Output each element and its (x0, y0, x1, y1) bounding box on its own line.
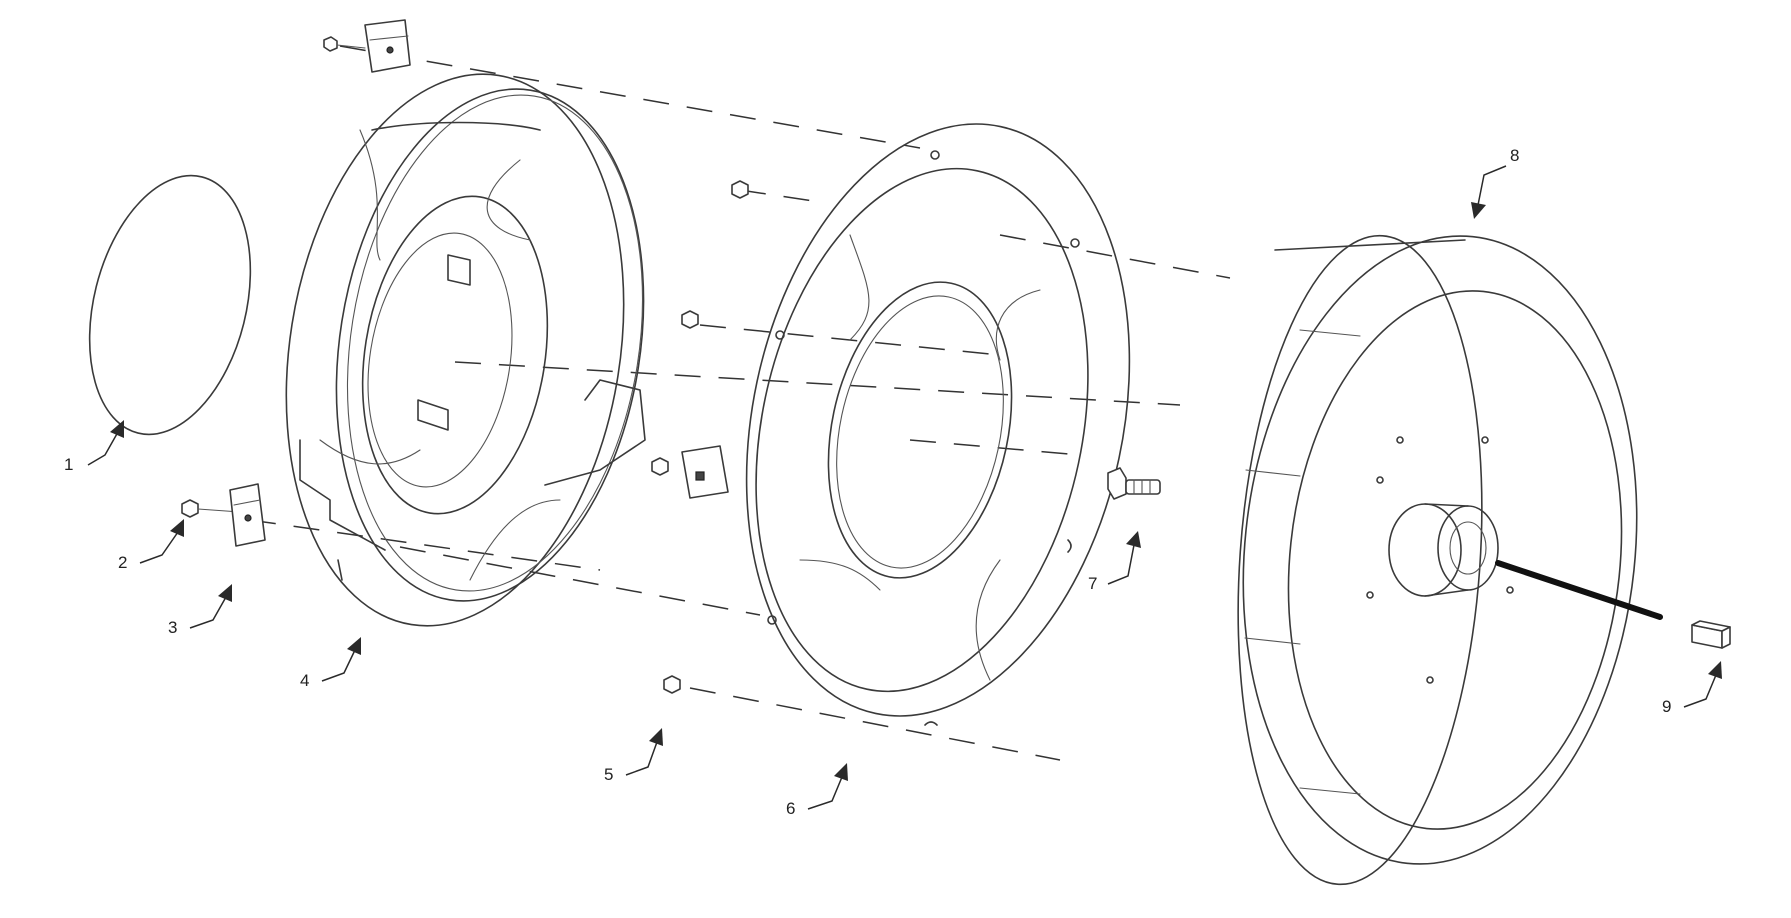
callout-label-6: 6 (786, 799, 795, 818)
part-6-mounting-plate (745, 123, 1131, 726)
callout-label-2: 2 (118, 553, 127, 572)
callout-1: 1 (64, 420, 124, 474)
part-1-lens (88, 174, 252, 436)
upper-bracket-assembly (323, 19, 411, 73)
part-4-housing (285, 73, 646, 627)
callouts: 1 2 3 4 5 6 7 (64, 146, 1722, 818)
callout-5: 5 (604, 728, 663, 784)
callout-2: 2 (118, 519, 184, 572)
callout-label-3: 3 (168, 618, 177, 637)
part-9-key (1691, 620, 1731, 649)
callout-9: 9 (1662, 661, 1722, 716)
callout-7: 7 (1088, 531, 1141, 593)
projection-lines (249, 45, 1231, 761)
callout-label-1: 1 (64, 455, 73, 474)
loose-nuts (663, 180, 749, 694)
callout-label-4: 4 (300, 671, 309, 690)
callout-label-9: 9 (1662, 697, 1671, 716)
part-8-blower-wheel (1237, 234, 1663, 886)
middle-bracket-assembly (651, 445, 729, 499)
callout-label-7: 7 (1088, 574, 1097, 593)
callout-3: 3 (168, 584, 232, 637)
callout-6: 6 (786, 763, 848, 818)
callout-label-8: 8 (1510, 146, 1519, 165)
callout-8: 8 (1471, 146, 1519, 219)
part-7-bolt (1107, 467, 1161, 500)
callout-4: 4 (300, 637, 361, 690)
callout-label-5: 5 (604, 765, 613, 784)
part-3-bracket (229, 483, 266, 547)
